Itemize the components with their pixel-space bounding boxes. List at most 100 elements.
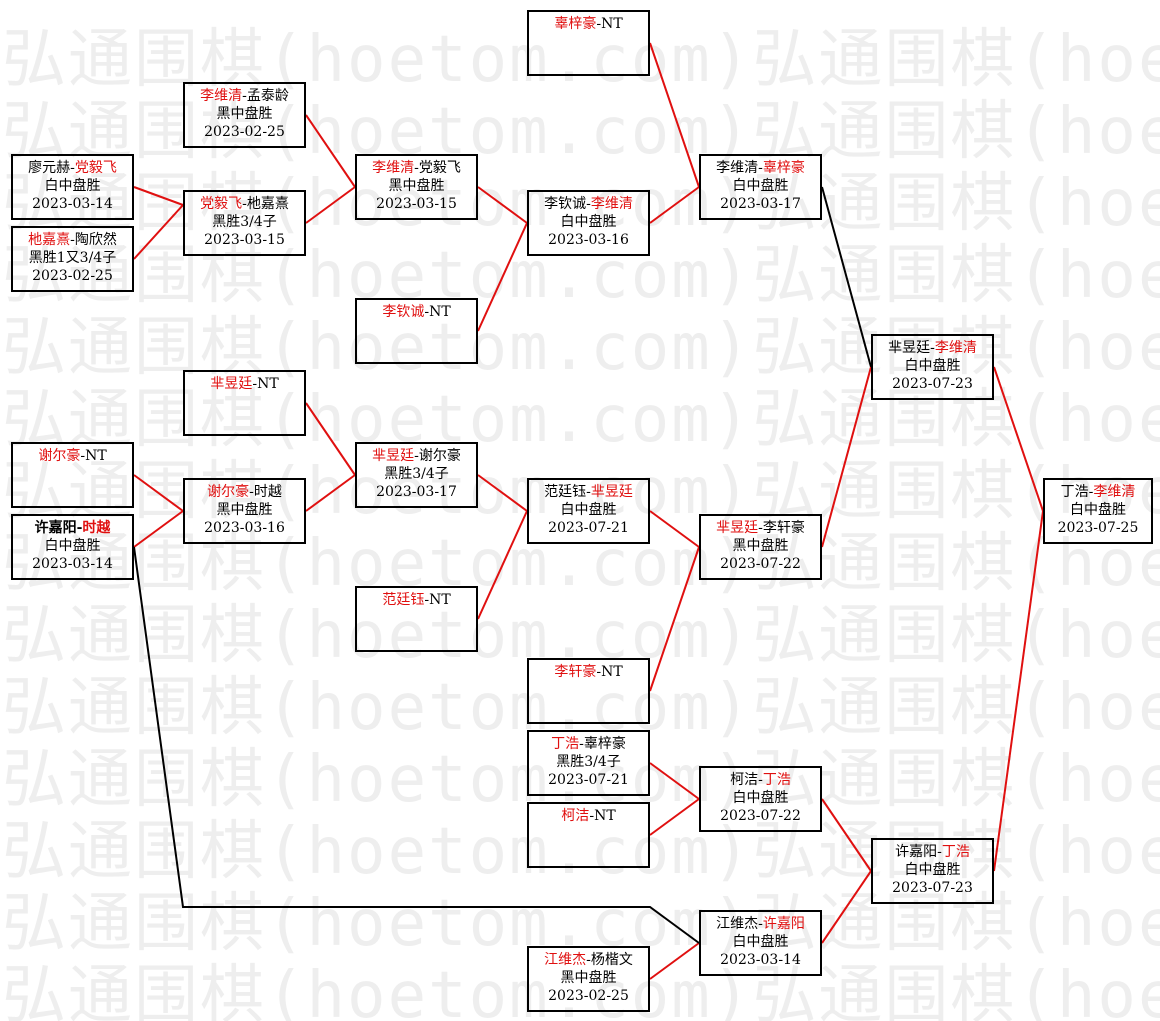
player-separator: -	[758, 772, 763, 788]
bracket-connector-line	[477, 474, 528, 512]
bracket-connector-line	[993, 366, 1044, 512]
player-black: 柯洁	[561, 808, 590, 824]
match-players: 李钦诚-李维清	[529, 195, 648, 213]
match-box-r3-2: 李钦诚-李维清白中盘胜 2023-03-16	[527, 190, 650, 256]
player-white: 辜梓豪	[583, 736, 626, 752]
player-separator: -	[589, 808, 595, 824]
player-white: 李维清	[934, 340, 977, 356]
match-result: 黑胜3/4子	[384, 466, 449, 482]
match-players: 李维清-辜梓豪	[701, 159, 820, 177]
player-white: 党毅飞	[418, 160, 461, 176]
player-black: 党毅飞	[200, 196, 243, 212]
match-date: 2023-07-23	[892, 376, 973, 392]
player-black: 李钦诚	[382, 304, 425, 320]
player-separator: -	[1088, 484, 1094, 500]
player-white: 丁浩	[762, 772, 791, 788]
player-separator: -	[242, 88, 247, 104]
match-box-r3-1: 辜梓豪-NT	[527, 10, 650, 76]
player-black: 丁浩	[1060, 484, 1089, 500]
player-black: 谢尔豪	[38, 448, 81, 464]
player-separator: -	[596, 16, 602, 32]
bracket-connector-line	[649, 42, 700, 188]
match-players: 芈昱廷-NT	[185, 375, 304, 393]
player-black: 许嘉阳	[895, 844, 938, 860]
match-date: 2023-07-21	[548, 772, 629, 788]
bracket-connector-line	[821, 366, 872, 548]
bracket-connector-line	[821, 798, 872, 872]
match-date: 2023-07-22	[720, 808, 801, 824]
match-date: 2023-03-16	[548, 232, 629, 248]
player-white: NT	[429, 592, 451, 608]
player-white: 孟泰龄	[246, 88, 289, 104]
player-black: 江维杰	[716, 916, 759, 932]
player-white: NT	[429, 304, 451, 320]
match-date: 2023-03-17	[720, 196, 801, 212]
player-black: 李钦诚	[544, 196, 587, 212]
player-separator: -	[414, 160, 419, 176]
match-date: 2023-07-21	[548, 520, 629, 536]
bracket-connector-line	[305, 114, 356, 188]
match-date: 2023-03-15	[376, 196, 457, 212]
bracket-connector-line	[993, 510, 1044, 872]
match-players: 辜梓豪-NT	[529, 15, 648, 33]
match-box-r2-3: 芈昱廷-谢尔豪黑胜3/4子 2023-03-17	[355, 442, 478, 508]
player-separator: -	[424, 304, 430, 320]
player-black: 辜梓豪	[554, 16, 597, 32]
bracket-connector-line	[649, 510, 700, 548]
match-players: 许嘉阳-丁浩	[873, 843, 992, 861]
player-black: 芈昱廷	[210, 376, 253, 392]
player-separator: -	[80, 448, 86, 464]
bracket-connector-line	[821, 870, 872, 944]
match-result: 白中盘胜	[560, 502, 617, 518]
player-white: NT	[257, 376, 279, 392]
match-date: 2023-03-17	[376, 484, 457, 500]
bracket-connector-line	[477, 510, 528, 620]
player-black: 芈昱廷	[888, 340, 931, 356]
match-box-r2-4: 范廷钰-NT	[355, 586, 478, 652]
match-result: 白中盘胜	[732, 934, 789, 950]
match-result: 白中盘胜	[1070, 502, 1126, 518]
match-box-r2-2: 李钦诚-NT	[355, 298, 478, 364]
player-separator: -	[242, 196, 247, 212]
player-separator: -	[758, 520, 763, 536]
match-date: 2023-03-14	[32, 556, 113, 572]
player-white: 杝嘉熹	[246, 196, 289, 212]
match-players: 李维清-党毅飞	[357, 159, 476, 177]
match-players: 杝嘉熹-陶欣然	[13, 231, 132, 249]
bracket-connector-line	[649, 942, 700, 980]
match-players: 廖元赫-党毅飞	[13, 159, 132, 177]
player-black: 江维杰	[544, 952, 587, 968]
player-separator: -	[758, 916, 763, 932]
bracket-connector-line	[305, 474, 356, 512]
player-black: 范廷钰	[544, 484, 587, 500]
player-white: 时越	[253, 484, 282, 500]
match-date: 2023-07-23	[892, 880, 973, 896]
match-date: 2023-03-14	[32, 196, 113, 212]
match-result: 白中盘胜	[732, 790, 789, 806]
match-result: 黑中盘胜	[560, 970, 617, 986]
bracket-connector-line	[133, 474, 184, 512]
bracket-connector-line	[821, 186, 872, 368]
match-players: 谢尔豪-时越	[185, 483, 304, 501]
player-separator: -	[596, 664, 602, 680]
match-result: 白中盘胜	[560, 214, 617, 230]
player-white: 许嘉阳	[762, 916, 805, 932]
match-date: 2023-02-25	[548, 988, 629, 1004]
match-players: 芈昱廷-谢尔豪	[357, 447, 476, 465]
player-black: 李维清	[372, 160, 415, 176]
player-white: 丁浩	[941, 844, 970, 860]
match-players: 谢尔豪-NT	[13, 447, 132, 465]
bracket-connector-line	[133, 186, 184, 206]
match-result: 黑中盘胜	[732, 538, 789, 554]
player-black: 柯洁	[730, 772, 759, 788]
match-date: 2023-03-14	[720, 952, 801, 968]
player-separator: -	[579, 736, 584, 752]
player-white: 杨楷文	[590, 952, 633, 968]
